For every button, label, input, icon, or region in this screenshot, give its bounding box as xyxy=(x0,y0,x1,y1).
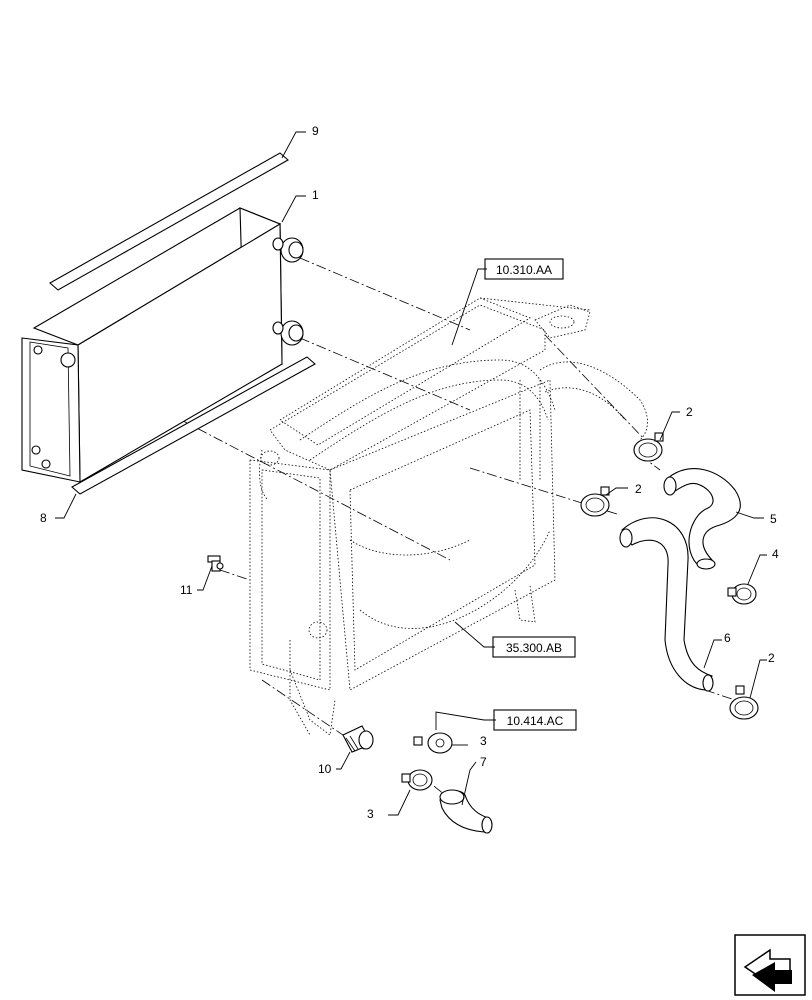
svg-text:2: 2 xyxy=(686,405,693,419)
callout-11: 11 xyxy=(180,565,213,597)
reference-label-35300: 35.300.AB xyxy=(506,641,562,655)
fitting-10 xyxy=(342,725,374,753)
svg-text:10: 10 xyxy=(318,762,332,776)
reference-label-10310: 10.310.AA xyxy=(496,263,552,277)
hose-clamp-2a xyxy=(633,432,664,462)
callout-1: 1 xyxy=(281,188,319,223)
hose-clamp-2b xyxy=(580,486,610,517)
callout-7: 7 xyxy=(461,755,487,806)
next-page-arrow-icon[interactable] xyxy=(734,934,806,996)
callout-9: 9 xyxy=(281,124,319,159)
hose-clamp-2c xyxy=(729,685,759,720)
svg-text:6: 6 xyxy=(724,631,731,645)
radiator-frame-phantom xyxy=(249,297,648,736)
svg-text:3: 3 xyxy=(367,807,374,821)
callout-2a: 2 xyxy=(659,405,693,441)
svg-text:7: 7 xyxy=(480,755,487,769)
callout-6: 6 xyxy=(703,631,731,669)
svg-text:3: 3 xyxy=(480,734,487,748)
svg-text:11: 11 xyxy=(180,583,193,597)
reference-box-10310[interactable]: 10.310.AA xyxy=(451,258,564,346)
svg-text:4: 4 xyxy=(772,547,779,561)
svg-text:1: 1 xyxy=(312,188,319,202)
foam-strip-9 xyxy=(49,152,289,291)
hose-6 xyxy=(619,517,714,692)
callout-10: 10 xyxy=(318,751,351,776)
callout-4: 4 xyxy=(747,547,779,585)
reference-box-35300[interactable]: 35.300.AB xyxy=(454,621,576,658)
callout-2b: 2 xyxy=(605,482,642,496)
hose-clamp-4 xyxy=(727,583,757,605)
hose-clamp-3b xyxy=(401,769,433,791)
drain-valve-11 xyxy=(207,555,224,572)
hose-5 xyxy=(663,468,741,570)
svg-text:2: 2 xyxy=(768,651,775,665)
callout-2c: 2 xyxy=(749,651,775,699)
hose-clamp-3a xyxy=(413,732,453,754)
callout-3b: 3 xyxy=(367,789,411,821)
center-lines xyxy=(69,232,736,796)
svg-text:5: 5 xyxy=(770,512,777,526)
reference-box-10414[interactable]: 10.414.AC xyxy=(435,709,577,731)
radiator-core-1 xyxy=(21,207,304,483)
callout-8: 8 xyxy=(40,493,77,525)
callout-3a: 3 xyxy=(452,734,487,748)
callout-5: 5 xyxy=(735,511,777,526)
svg-text:8: 8 xyxy=(40,511,47,525)
elbow-hose-7 xyxy=(439,789,493,834)
foam-strip-8 xyxy=(71,356,316,495)
reference-label-10414: 10.414.AC xyxy=(507,714,564,728)
svg-text:2: 2 xyxy=(635,482,642,496)
svg-text:9: 9 xyxy=(312,124,319,138)
